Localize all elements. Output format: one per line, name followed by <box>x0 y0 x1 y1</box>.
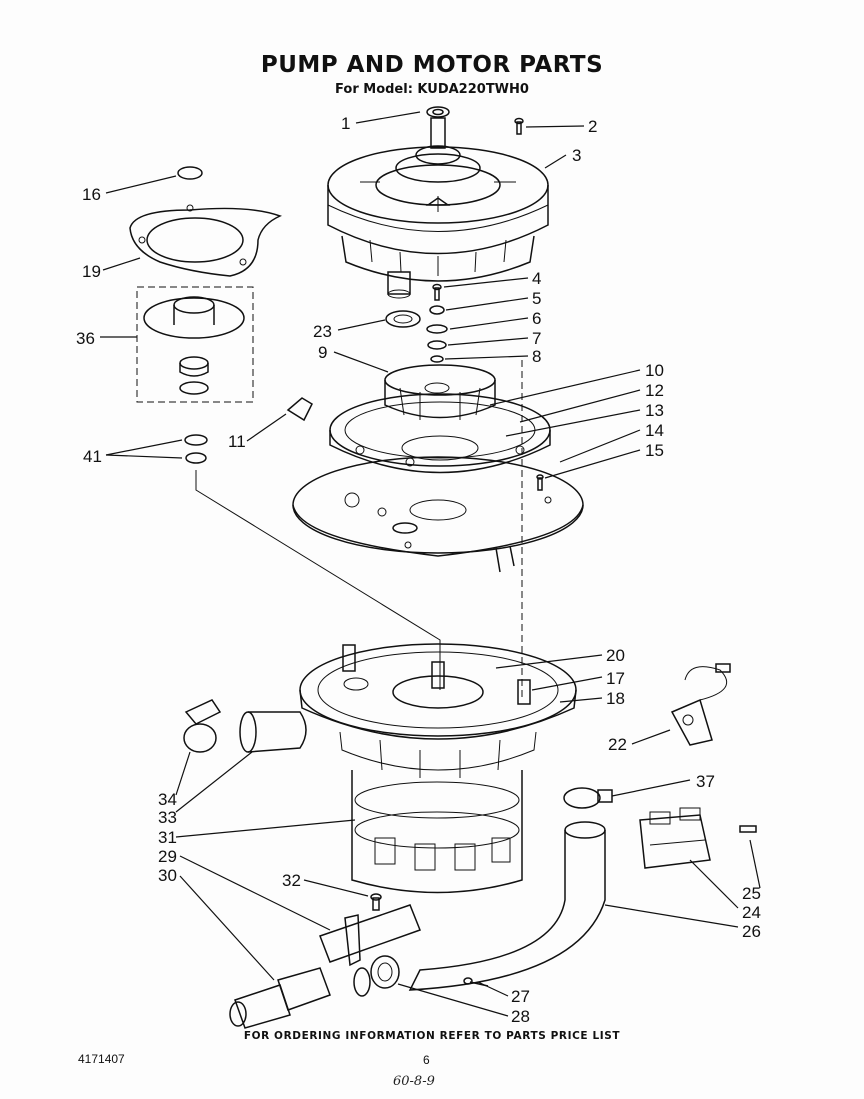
callout-37: 37 <box>696 772 715 791</box>
callout-8: 8 <box>532 347 541 366</box>
callout-5: 5 <box>532 289 541 308</box>
callout-23: 23 <box>313 322 332 341</box>
callout-24: 24 <box>742 903 761 922</box>
hose-33 <box>239 711 307 753</box>
page-title: PUMP AND MOTOR PARTS <box>260 52 604 78</box>
drain-hose-26 <box>408 821 606 991</box>
model-subtitle: For Model: KUDA220TWH0 <box>335 82 529 97</box>
callout-20: 20 <box>606 646 625 665</box>
callout-22: 22 <box>608 735 627 754</box>
seal-23 <box>385 310 421 328</box>
clip-11 <box>286 397 313 422</box>
callout-labels: 1 2 3 4 5 6 7 8 9 10 11 12 13 14 15 16 1… <box>76 114 761 1026</box>
callout-1: 1 <box>341 114 350 133</box>
callout-29: 29 <box>158 847 177 866</box>
callout-2: 2 <box>588 117 597 136</box>
leader-lines <box>100 111 761 1017</box>
page-number: 6 <box>423 1053 430 1067</box>
callout-14: 14 <box>645 421 664 440</box>
pump-volute <box>329 393 551 474</box>
callout-41: 41 <box>83 447 102 466</box>
callout-19: 19 <box>82 262 101 281</box>
small-hardware-stack <box>426 283 448 363</box>
gasket-19 <box>129 204 282 277</box>
o-rings-41 <box>184 434 208 464</box>
ordering-note: FOR ORDERING INFORMATION REFER TO PARTS … <box>243 1030 621 1042</box>
callout-12: 12 <box>645 381 664 400</box>
callout-13: 13 <box>645 401 664 420</box>
screw-32 <box>370 893 382 911</box>
clamp-37 <box>563 787 613 809</box>
callout-31: 31 <box>158 828 177 847</box>
nozzle-30 <box>229 967 331 1029</box>
callout-36: 36 <box>76 329 95 348</box>
document-number: 4171407 <box>78 1052 125 1066</box>
callout-26: 26 <box>742 922 761 941</box>
callout-18: 18 <box>606 689 625 708</box>
callout-16: 16 <box>82 185 101 204</box>
o-ring-16 <box>177 166 203 180</box>
callout-6: 6 <box>532 309 541 328</box>
callout-15: 15 <box>645 441 664 460</box>
lower-pump-housing <box>299 643 577 778</box>
motor-assembly <box>327 106 549 299</box>
housing-plate <box>292 456 584 573</box>
grommet-28 <box>353 955 400 997</box>
callout-34: 34 <box>158 790 177 809</box>
bracket-29 <box>319 904 421 967</box>
clamp-34 <box>183 699 222 753</box>
assembly-guide-line <box>195 470 441 690</box>
callout-27: 27 <box>511 987 530 1006</box>
motor-body-31 <box>351 770 523 894</box>
callout-10: 10 <box>645 361 664 380</box>
callout-30: 30 <box>158 866 177 885</box>
callout-25: 25 <box>742 884 761 903</box>
callout-11: 11 <box>228 432 246 451</box>
callout-9: 9 <box>318 343 327 362</box>
callout-32: 32 <box>282 871 301 890</box>
callout-28: 28 <box>511 1007 530 1026</box>
callout-4: 4 <box>532 269 541 288</box>
protector-22 <box>670 663 731 746</box>
callout-3: 3 <box>572 146 581 165</box>
callout-7: 7 <box>532 329 541 348</box>
screw-25 <box>739 825 757 833</box>
callout-33: 33 <box>158 808 177 827</box>
impeller <box>384 364 496 420</box>
callout-17: 17 <box>606 669 625 688</box>
handwritten-note: 60-8-9 <box>393 1074 435 1089</box>
seal-kit-36 <box>136 286 254 403</box>
screw-2 <box>514 117 524 135</box>
switch-24 <box>639 807 711 869</box>
